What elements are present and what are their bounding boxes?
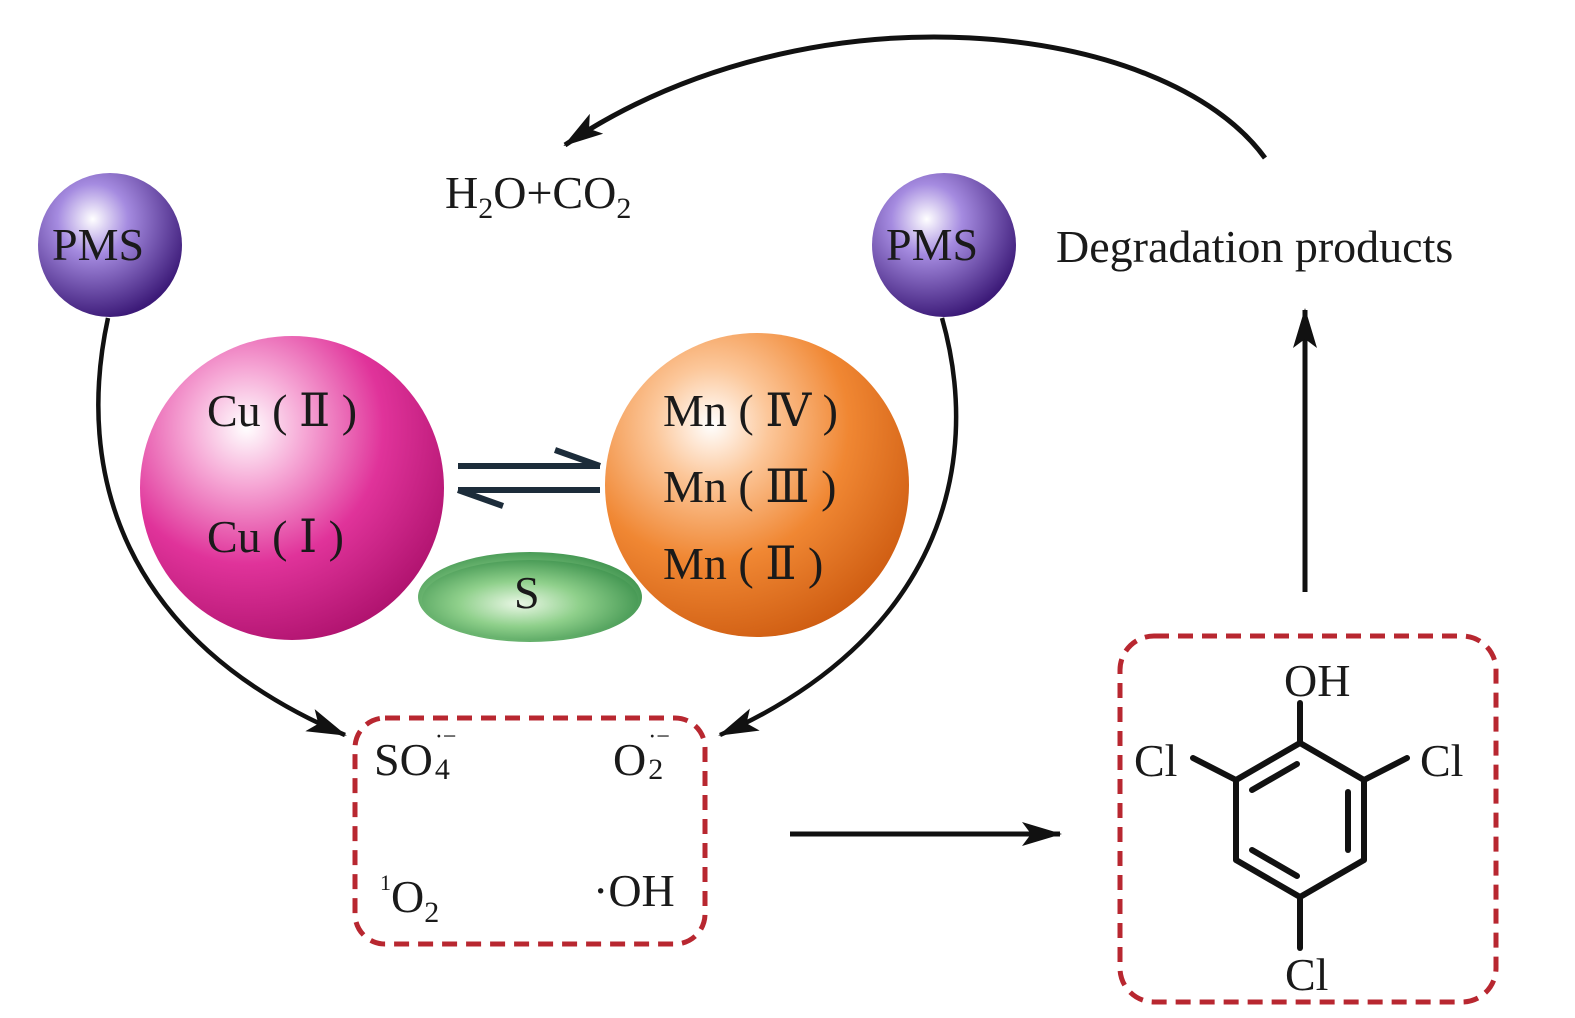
superoxide-radical-label: O·−2 xyxy=(613,724,670,786)
hydroxyl-group-label: OH xyxy=(1284,655,1351,706)
pms-label-right: PMS xyxy=(886,219,979,270)
pms-label-left: PMS xyxy=(52,219,145,270)
pollutant-box xyxy=(1117,633,1499,1005)
redox-equilibrium-arrows xyxy=(456,447,602,509)
hydroxyl-radical-label: ·OH xyxy=(593,865,675,916)
degradation-products-label: Degradation products xyxy=(1056,221,1454,272)
manganese-state-ii: Mn ( Ⅱ ) xyxy=(663,538,824,589)
chlorine-left-label: Cl xyxy=(1134,735,1178,786)
manganese-state-iv: Mn ( Ⅳ ) xyxy=(663,385,838,436)
sulfur-label: S xyxy=(514,567,540,618)
manganese-state-iii: Mn ( Ⅲ ) xyxy=(663,461,837,512)
copper-state-upper: Cu ( Ⅱ ) xyxy=(207,385,358,436)
final-products-label: H2O+CO2 xyxy=(445,167,632,225)
sulfate-radical-label: SO·−4 xyxy=(374,724,457,786)
manganese-sphere xyxy=(605,333,909,637)
pms-sphere-left xyxy=(38,173,182,317)
copper-state-lower: Cu ( Ⅰ ) xyxy=(207,511,344,562)
chlorine-right-label: Cl xyxy=(1420,735,1464,786)
mineralization-arrow xyxy=(563,34,1268,160)
radicals-box xyxy=(352,715,708,947)
pms-right-activation-arrow xyxy=(718,317,959,738)
trichlorophenol-structure xyxy=(1190,700,1410,951)
chlorine-bottom-label: Cl xyxy=(1285,949,1329,1000)
singlet-oxygen-label: 1O2 xyxy=(380,870,440,929)
pms-left-activation-arrow xyxy=(96,317,347,738)
sulfur-ellipse-front xyxy=(422,560,638,640)
copper-sphere xyxy=(140,336,444,640)
pms-sphere-right xyxy=(872,173,1016,317)
